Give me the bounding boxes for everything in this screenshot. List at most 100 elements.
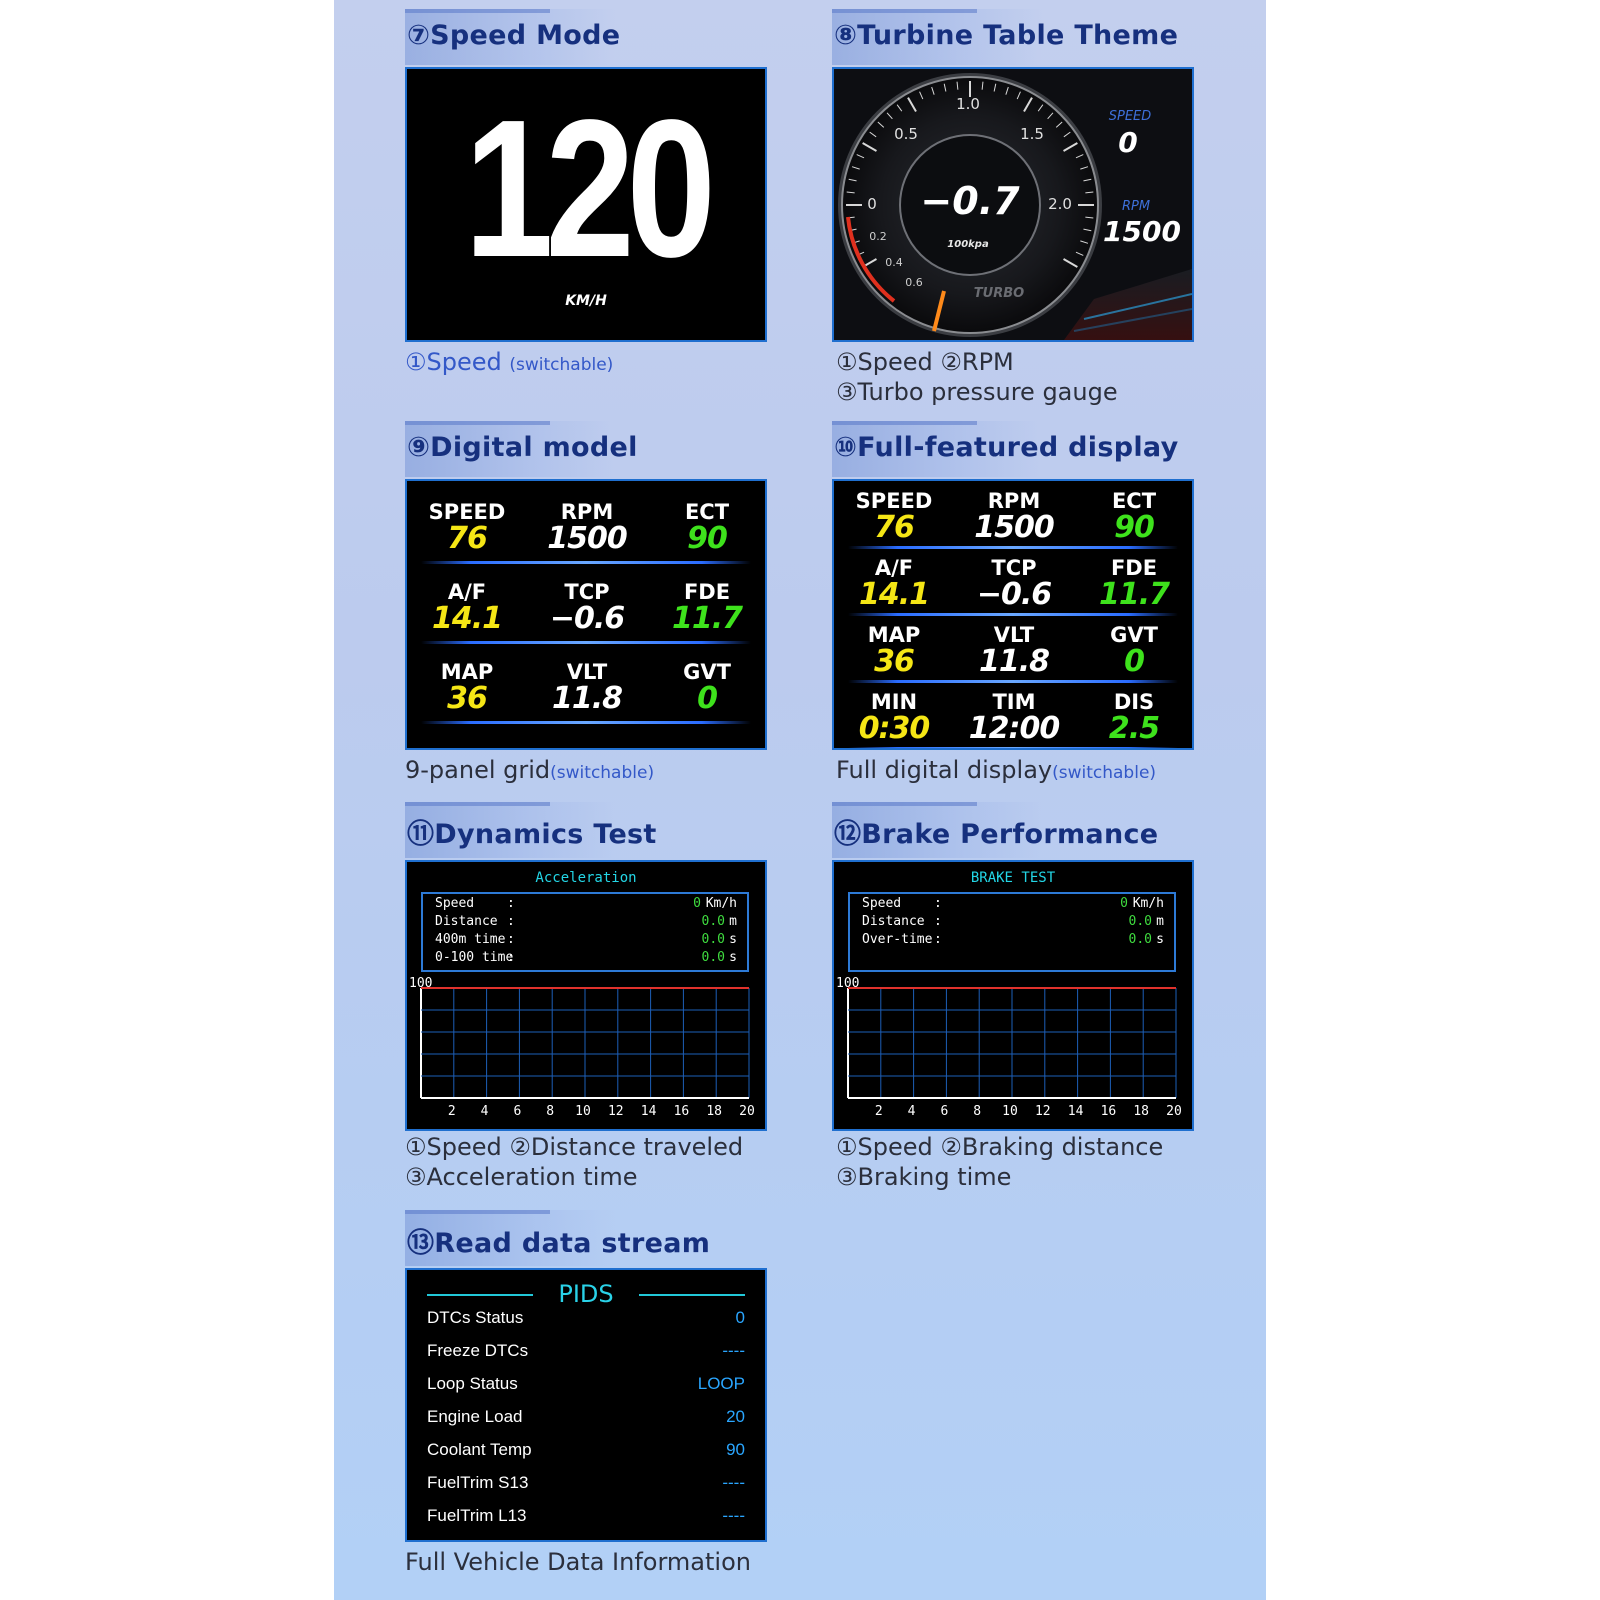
metric-value: 0:30 <box>858 711 931 746</box>
x-tick-label: 12 <box>1035 1104 1051 1119</box>
metric-label: MAP <box>867 623 921 647</box>
pids-divider-left <box>427 1294 533 1296</box>
pid-value: ---- <box>722 1473 745 1492</box>
dynamics-screen-title: Acceleration <box>535 870 637 886</box>
metric-value: 0 <box>1124 644 1145 679</box>
pid-row: FuelTrim S13 ---- <box>427 1473 745 1495</box>
x-tick-label: 2 <box>875 1104 883 1119</box>
tick-mark <box>1016 91 1021 100</box>
tick-mark <box>1023 97 1033 112</box>
pid-value: 90 <box>726 1440 745 1459</box>
row-divider <box>848 747 1178 748</box>
tick-mark <box>931 86 935 95</box>
section-header-bg <box>832 9 1042 65</box>
full-title: ⑩Full-featured display <box>834 432 1179 463</box>
pid-name: Engine Load <box>427 1407 523 1426</box>
metric-label: RPM <box>987 489 1041 513</box>
tick-mark <box>1075 154 1084 159</box>
gauge-tick-label: 0 <box>867 195 877 213</box>
tick-mark <box>943 83 947 92</box>
section-header-bg <box>405 9 615 65</box>
info-unit: m <box>729 914 737 929</box>
tick-mark <box>1063 131 1071 138</box>
metric-label: VLT <box>993 623 1035 647</box>
pid-name: FuelTrim L13 <box>427 1506 527 1525</box>
info-unit: Km/h <box>705 896 737 911</box>
metric-value: 2.5 <box>1108 711 1160 746</box>
x-tick-label: 14 <box>641 1104 657 1119</box>
gauge-value: −0.7 <box>920 179 1020 223</box>
tick-mark <box>877 121 885 128</box>
info-value: 0 <box>693 896 701 911</box>
tick-mark <box>886 112 893 120</box>
info-colon: : <box>934 932 942 947</box>
gauge-needle <box>932 290 946 332</box>
metric-value: 90 <box>1114 510 1155 545</box>
pids-screen-title: PIDS <box>558 1280 614 1308</box>
metric-value: 36 <box>874 644 915 679</box>
gauge-tick-label: 0.4 <box>885 256 903 269</box>
metric-value: 11.7 <box>671 601 743 636</box>
metric-label: RPM <box>560 500 614 524</box>
pid-name: Coolant Temp <box>427 1440 532 1459</box>
metric-label: MAP <box>440 660 494 684</box>
turbine-caption-line2: ③Turbo pressure gauge <box>836 378 1118 406</box>
brake-info-box <box>848 892 1176 972</box>
section-header-bg <box>832 802 1042 858</box>
info-colon: : <box>507 896 515 911</box>
tick-mark <box>851 166 860 170</box>
metric-value: 11.8 <box>551 681 623 716</box>
info-key: Speed <box>435 896 475 911</box>
tick-mark <box>862 142 877 152</box>
caption-note: (switchable) <box>509 355 614 375</box>
metric-cell: TCP−0.6 <box>954 557 1074 611</box>
row-divider <box>848 546 1178 549</box>
metric-value: −0.6 <box>976 577 1052 612</box>
tick-mark <box>1085 216 1094 219</box>
pid-name: FuelTrim S13 <box>427 1473 529 1492</box>
x-tick-label: 4 <box>908 1104 916 1119</box>
x-tick-label: 16 <box>1101 1104 1117 1119</box>
metric-label: GVT <box>1110 623 1158 647</box>
x-tick-label: 14 <box>1068 1104 1084 1119</box>
turbo-gauge: 1.0 0.5 1.5 0 2.0 0.2 0.4 0.6 −0.7 100kp… <box>834 69 1192 340</box>
section-header-bg <box>832 421 1042 477</box>
info-key: 0-100 time <box>435 950 514 965</box>
gauge-tick-label: 1.0 <box>956 95 980 113</box>
metric-value: 1500 <box>547 521 628 556</box>
x-tick-label: 18 <box>1133 1104 1149 1119</box>
info-unit: m <box>1156 914 1164 929</box>
x-tick-label: 12 <box>608 1104 624 1119</box>
metric-label: FDE <box>1110 556 1158 580</box>
speed-label: SPEED <box>1109 109 1152 124</box>
metric-value: 11.8 <box>978 644 1050 679</box>
brake-caption-line2: ③Braking time <box>836 1163 1012 1191</box>
brake-screen-title: BRAKE TEST <box>970 870 1056 886</box>
tick-mark <box>981 81 984 90</box>
gauge-tick-label: 0.2 <box>869 230 887 243</box>
gauge-tick-label: 2.0 <box>1048 195 1072 213</box>
section-header-bg <box>405 421 615 477</box>
tick-mark <box>846 191 855 194</box>
metric-label: TCP <box>991 556 1037 580</box>
pid-name: Freeze DTCs <box>427 1341 529 1360</box>
metric-label: SPEED <box>428 500 506 524</box>
brake-caption-line1: ①Speed ②Braking distance <box>836 1133 1164 1161</box>
caption-main: 9-panel grid <box>405 756 551 784</box>
metric-label: ECT <box>1111 489 1157 513</box>
pid-name: Loop Status <box>427 1374 518 1393</box>
section-header-bg <box>405 802 615 858</box>
x-tick-label: 2 <box>448 1104 456 1119</box>
